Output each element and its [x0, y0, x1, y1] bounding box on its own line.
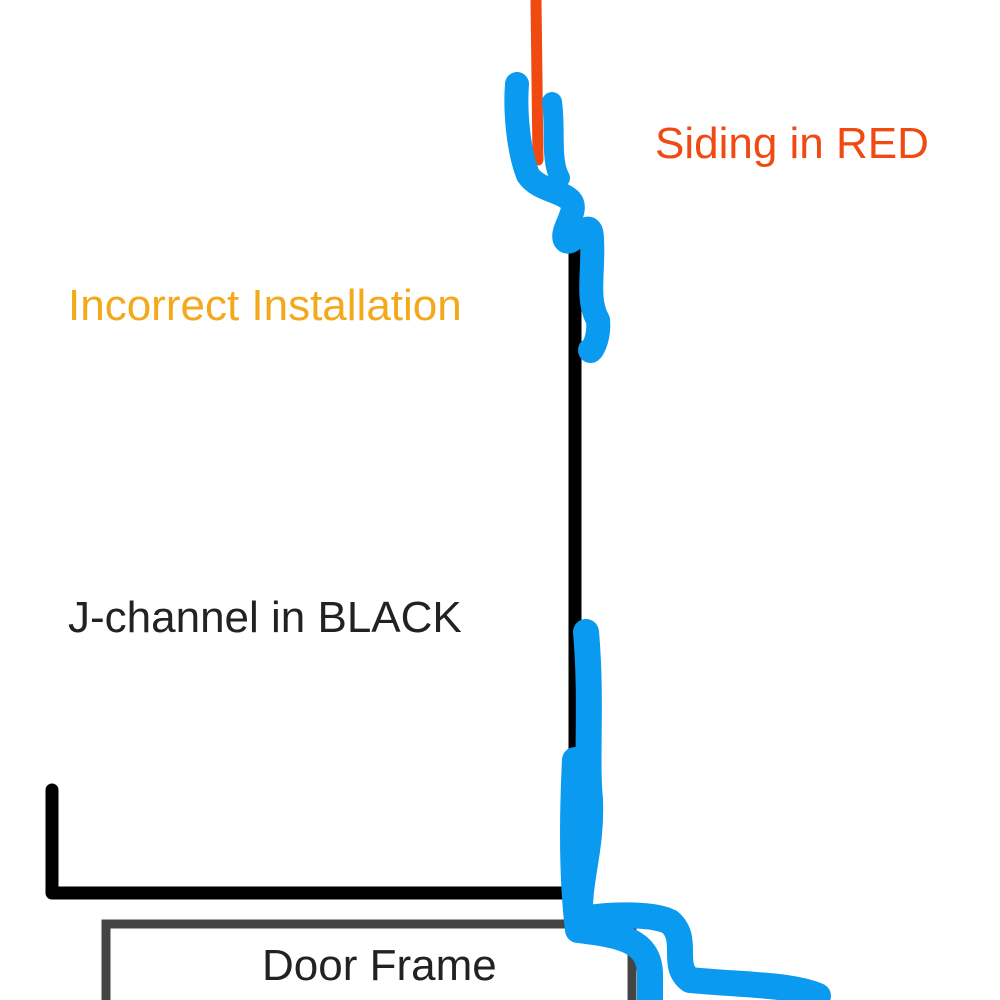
siding-label: Siding in RED: [655, 119, 929, 168]
j-channel-label: J-channel in BLACK: [68, 593, 462, 642]
water-path-upper: [504, 72, 611, 363]
siding-line: [530, 0, 544, 166]
j-channel-line: [45, 215, 582, 900]
water-path-upper-drip: [542, 92, 570, 188]
incorrect-installation-label: Incorrect Installation: [68, 281, 462, 330]
water-path-lower-fill: [560, 747, 663, 1000]
door-frame-label: Door Frame: [262, 941, 497, 990]
door-frame-box: [101, 919, 637, 1000]
water-path-lower: [566, 619, 831, 1000]
